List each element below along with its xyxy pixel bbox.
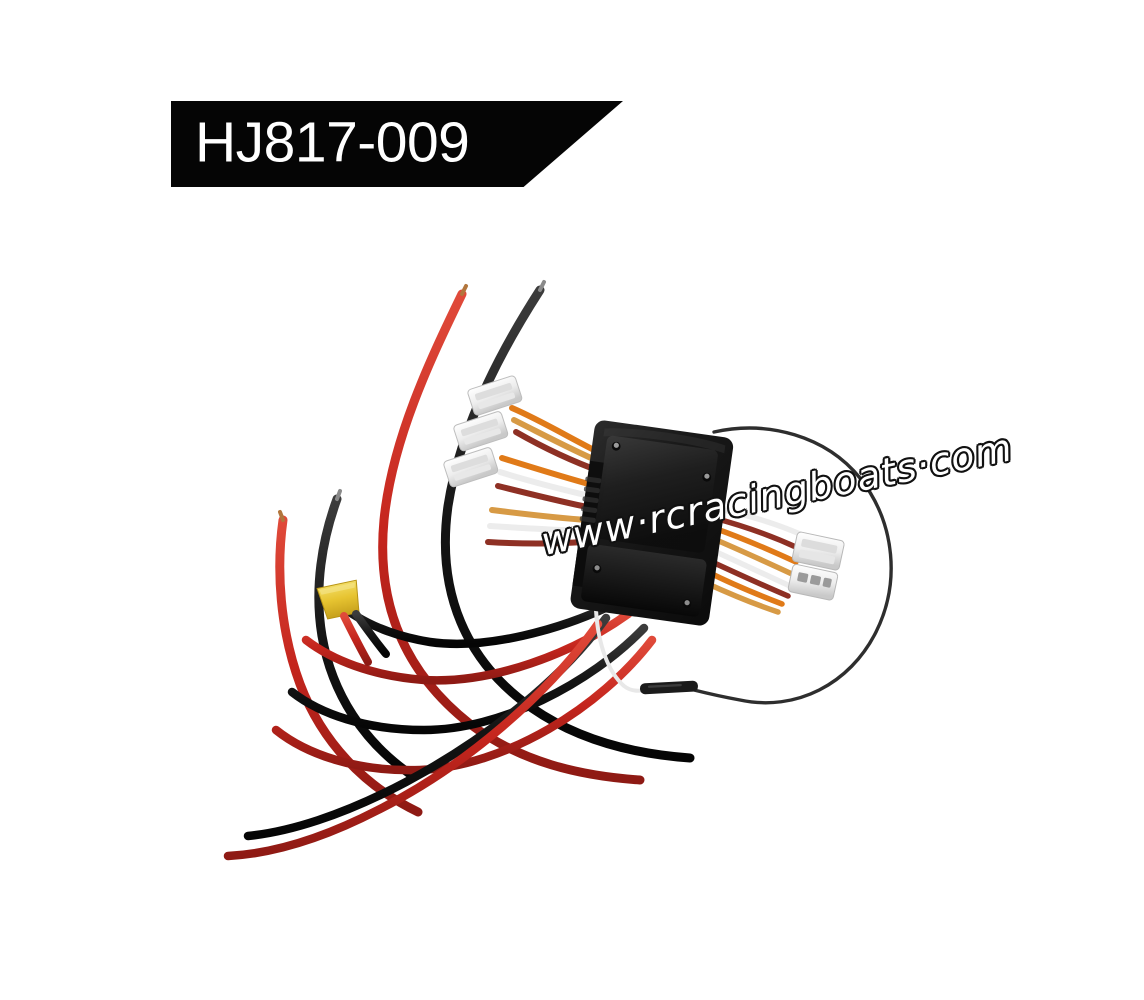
wire-copper-tips [278,280,546,522]
screw-hole [682,599,692,609]
power-wire-group-bottom [223,591,658,861]
servo-connector-left-bottom [443,447,499,488]
screw-hole [611,441,621,451]
esc-control-box [570,420,734,626]
receiver-antenna [639,426,893,705]
screw-hole [592,564,602,574]
servo-connector-right-upper [791,531,845,571]
screw-hole [702,472,712,482]
servo-connector-right-lower [787,563,839,601]
part-number-banner: HJ817-009 [171,101,623,187]
servo-connector-left-middle [453,411,509,452]
xt60-battery-connector [316,579,390,666]
part-number-label: HJ817-009 [195,110,470,175]
servo-connector-left-top [467,375,523,416]
